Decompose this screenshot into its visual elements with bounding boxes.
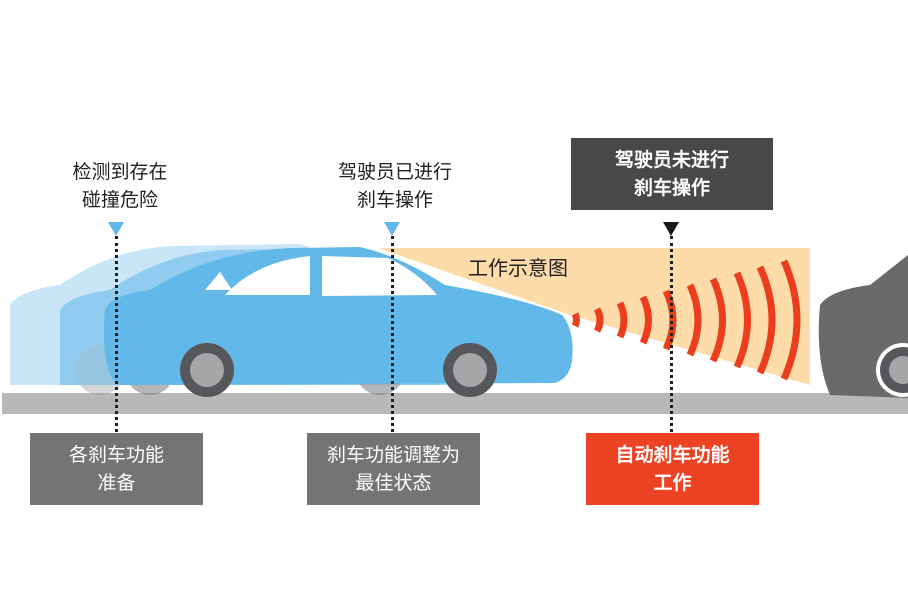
radar-waves bbox=[571, 259, 801, 381]
stage-2-marker-icon bbox=[384, 222, 400, 236]
stage-1-bottom-box: 各刹车功能 准备 bbox=[30, 433, 203, 505]
stage-2-bottom-box: 刹车功能调整为 最佳状态 bbox=[307, 433, 480, 505]
stage-2-top-label: 驾驶员已进行 刹车操作 bbox=[337, 161, 452, 211]
stage-3-bottom-box: 自动刹车功能 工作 bbox=[586, 433, 759, 505]
stage-1-marker-icon bbox=[108, 222, 124, 236]
stage-3-top-box: 驾驶员未进行 刹车操作 bbox=[571, 138, 773, 210]
sensor-beam bbox=[378, 248, 810, 385]
stage-3-guide-line bbox=[670, 236, 673, 432]
scene-illustration bbox=[2, 244, 908, 414]
obstacle-car bbox=[818, 255, 908, 398]
stage-1-guide-line bbox=[115, 236, 118, 432]
road bbox=[2, 393, 908, 414]
main-car bbox=[103, 247, 573, 397]
stage-1-top-label: 检测到存在 碰撞危险 bbox=[72, 161, 168, 211]
stage-2-guide-line bbox=[391, 236, 394, 432]
beam-title: 工作示意图 bbox=[468, 256, 568, 280]
stage-3-marker-icon bbox=[663, 222, 679, 236]
